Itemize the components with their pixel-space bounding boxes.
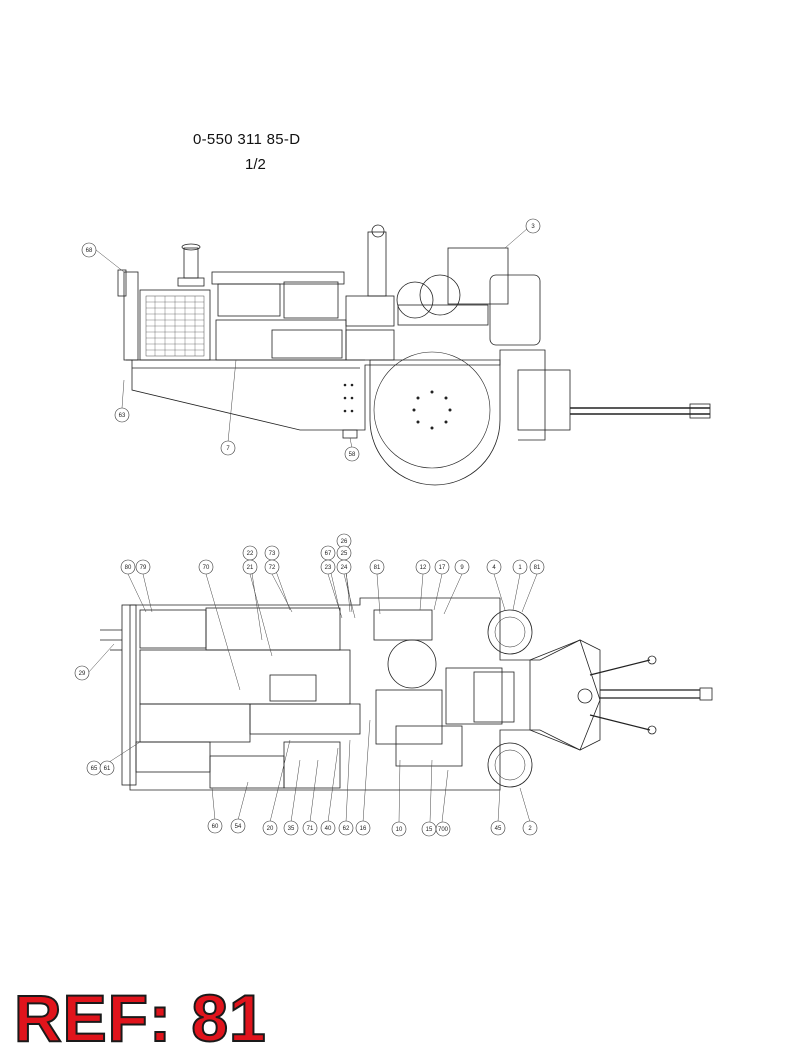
svg-text:2: 2 xyxy=(528,826,532,832)
svg-text:79: 79 xyxy=(140,565,147,571)
svg-text:20: 20 xyxy=(267,826,274,832)
callout-45: 45 xyxy=(490,820,506,836)
svg-text:63: 63 xyxy=(119,413,126,419)
callout-60: 60 xyxy=(207,818,223,834)
svg-text:10: 10 xyxy=(396,827,403,833)
callout-10: 10 xyxy=(391,821,407,837)
svg-text:15: 15 xyxy=(426,827,433,833)
svg-text:60: 60 xyxy=(212,824,219,830)
svg-text:4: 4 xyxy=(492,565,496,571)
callout-24: 24 xyxy=(336,559,352,575)
callout-67: 67 xyxy=(320,545,336,561)
svg-text:1: 1 xyxy=(518,565,522,571)
callout-9: 9 xyxy=(454,559,470,575)
svg-text:7: 7 xyxy=(226,446,230,452)
svg-text:23: 23 xyxy=(325,565,332,571)
svg-text:21: 21 xyxy=(247,565,254,571)
callout-65: 65 xyxy=(86,760,102,776)
svg-text:26: 26 xyxy=(341,539,348,545)
callout-54: 54 xyxy=(230,818,246,834)
svg-text:62: 62 xyxy=(343,826,350,832)
callout-61: 61 xyxy=(99,760,115,776)
svg-text:73: 73 xyxy=(269,551,276,557)
top-view-callouts: 80 79 70 22 21 73 72 26 67 25 23 24 81 1… xyxy=(74,533,545,837)
callout-71: 71 xyxy=(302,820,318,836)
svg-text:54: 54 xyxy=(235,824,242,830)
callout-81-upper-right: 81 xyxy=(529,559,545,575)
svg-text:67: 67 xyxy=(325,551,332,557)
callout-81-upper-left: 81 xyxy=(369,559,385,575)
callout-63: 63 xyxy=(114,407,130,423)
callout-16: 16 xyxy=(355,820,371,836)
svg-text:12: 12 xyxy=(420,565,427,571)
svg-text:700: 700 xyxy=(438,827,449,833)
callout-2: 2 xyxy=(522,820,538,836)
callout-700: 700 xyxy=(435,821,451,837)
svg-text:72: 72 xyxy=(269,565,276,571)
callout-7: 7 xyxy=(220,440,236,456)
svg-text:29: 29 xyxy=(79,671,86,677)
sheet-number: 1/2 xyxy=(245,156,266,173)
callout-72: 72 xyxy=(264,559,280,575)
callout-25: 25 xyxy=(336,545,352,561)
callout-21: 21 xyxy=(242,559,258,575)
callout-17: 17 xyxy=(434,559,450,575)
svg-text:71: 71 xyxy=(307,826,314,832)
svg-text:25: 25 xyxy=(341,551,348,557)
callout-3: 3 xyxy=(525,218,541,234)
svg-text:80: 80 xyxy=(125,565,132,571)
reference-label: REF: 81 xyxy=(13,980,267,1056)
callout-1: 1 xyxy=(512,559,528,575)
callout-12: 12 xyxy=(415,559,431,575)
svg-text:17: 17 xyxy=(439,565,446,571)
side-view xyxy=(117,224,711,486)
callout-23: 23 xyxy=(320,559,336,575)
callout-20: 20 xyxy=(262,820,278,836)
svg-text:61: 61 xyxy=(104,766,111,772)
svg-text:65: 65 xyxy=(91,766,98,772)
callout-79: 79 xyxy=(135,559,151,575)
svg-text:40: 40 xyxy=(325,826,332,832)
svg-text:16: 16 xyxy=(360,826,367,832)
callout-4: 4 xyxy=(486,559,502,575)
side-view-callouts: 68 3 63 7 58 xyxy=(81,218,541,462)
callout-73: 73 xyxy=(264,545,280,561)
svg-text:70: 70 xyxy=(203,565,210,571)
svg-text:58: 58 xyxy=(349,452,356,458)
callout-35: 35 xyxy=(283,820,299,836)
callout-70: 70 xyxy=(198,559,214,575)
top-view xyxy=(100,597,713,791)
callout-15: 15 xyxy=(421,821,437,837)
svg-text:35: 35 xyxy=(288,826,295,832)
svg-text:9: 9 xyxy=(460,565,464,571)
svg-text:81: 81 xyxy=(374,565,381,571)
svg-text:81: 81 xyxy=(534,565,541,571)
document-number: 0-550 311 85-D xyxy=(193,131,301,148)
callout-29: 29 xyxy=(74,665,90,681)
svg-text:68: 68 xyxy=(86,248,93,254)
callout-58: 58 xyxy=(344,446,360,462)
svg-text:24: 24 xyxy=(341,565,348,571)
callout-80: 80 xyxy=(120,559,136,575)
svg-text:3: 3 xyxy=(531,224,535,230)
callout-40: 40 xyxy=(320,820,336,836)
callout-68: 68 xyxy=(81,242,97,258)
callout-22: 22 xyxy=(242,545,258,561)
svg-text:45: 45 xyxy=(495,826,502,832)
callout-62: 62 xyxy=(338,820,354,836)
svg-text:22: 22 xyxy=(247,551,254,557)
